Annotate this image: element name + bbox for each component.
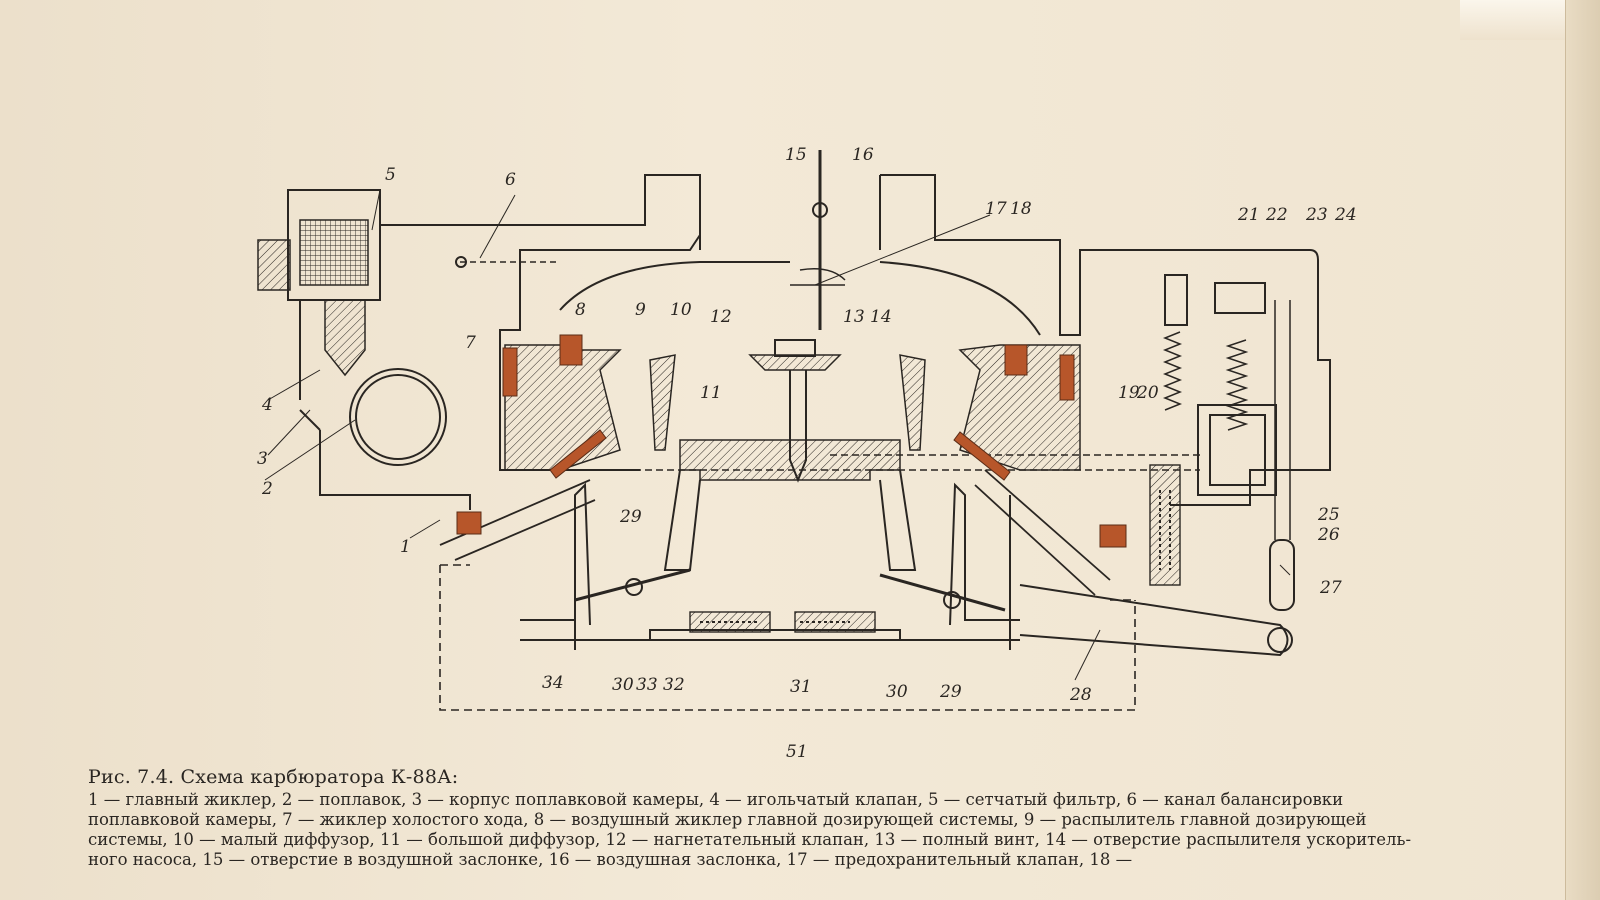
svg-text:13: 13 bbox=[843, 307, 865, 327]
svg-text:23: 23 bbox=[1305, 205, 1328, 225]
svg-text:6: 6 bbox=[505, 170, 516, 190]
svg-text:29: 29 bbox=[619, 507, 642, 527]
svg-text:15: 15 bbox=[785, 145, 807, 165]
svg-text:34: 34 bbox=[542, 673, 564, 693]
legend-line: поплавковой камеры, 7 — жиклер холостого… bbox=[88, 810, 1367, 829]
legend-line: ного насоса, 15 — отверстие в воздушной … bbox=[88, 850, 1133, 869]
page-edge bbox=[1565, 0, 1600, 900]
float bbox=[349, 368, 447, 466]
svg-text:19: 19 bbox=[1118, 383, 1140, 403]
idle-jet-right bbox=[1059, 354, 1075, 401]
svg-text:32: 32 bbox=[663, 675, 685, 695]
svg-text:11: 11 bbox=[700, 383, 722, 403]
svg-text:29: 29 bbox=[939, 682, 962, 702]
svg-text:1: 1 bbox=[400, 537, 411, 557]
idle-jet-left bbox=[502, 347, 518, 397]
svg-text:30: 30 bbox=[612, 675, 634, 695]
svg-text:16: 16 bbox=[852, 145, 874, 165]
fuel-channel bbox=[439, 565, 1136, 711]
svg-text:7: 7 bbox=[465, 333, 476, 353]
svg-text:8: 8 bbox=[575, 300, 586, 320]
svg-text:31: 31 bbox=[790, 677, 812, 697]
svg-text:20: 20 bbox=[1136, 383, 1159, 403]
svg-text:12: 12 bbox=[710, 307, 732, 327]
svg-text:28: 28 bbox=[1069, 685, 1092, 705]
svg-text:4: 4 bbox=[261, 395, 273, 415]
svg-text:14: 14 bbox=[870, 307, 892, 327]
svg-text:9: 9 bbox=[635, 300, 646, 320]
svg-text:33: 33 bbox=[636, 675, 658, 695]
svg-text:18: 18 bbox=[1010, 199, 1032, 219]
svg-text:27: 27 bbox=[1319, 578, 1342, 598]
svg-text:3: 3 bbox=[257, 449, 268, 469]
svg-text:2: 2 bbox=[261, 479, 273, 499]
svg-text:22: 22 bbox=[1265, 205, 1288, 225]
figure-caption: Рис. 7.4. Схема карбюратора К-88А: bbox=[88, 766, 459, 788]
svg-text:17: 17 bbox=[985, 199, 1007, 219]
svg-text:5: 5 bbox=[385, 165, 396, 185]
page-number: 51 bbox=[786, 742, 808, 762]
legend-line: 1 — главный жиклер, 2 — поплавок, 3 — ко… bbox=[88, 790, 1344, 809]
svg-text:30: 30 bbox=[886, 682, 908, 702]
pump-spring bbox=[1162, 331, 1183, 411]
svg-text:25: 25 bbox=[1317, 505, 1340, 525]
legend-line: системы, 10 — малый диффузор, 11 — больш… bbox=[88, 830, 1412, 849]
svg-text:24: 24 bbox=[1334, 205, 1357, 225]
svg-text:10: 10 bbox=[670, 300, 692, 320]
svg-text:26: 26 bbox=[1317, 525, 1340, 545]
svg-text:21: 21 bbox=[1237, 205, 1260, 225]
housing-outline bbox=[380, 174, 701, 471]
float-chamber-wall bbox=[319, 430, 471, 510]
figure-legend: 1 — главный жиклер, 2 — поплавок, 3 — ко… bbox=[88, 790, 1450, 870]
